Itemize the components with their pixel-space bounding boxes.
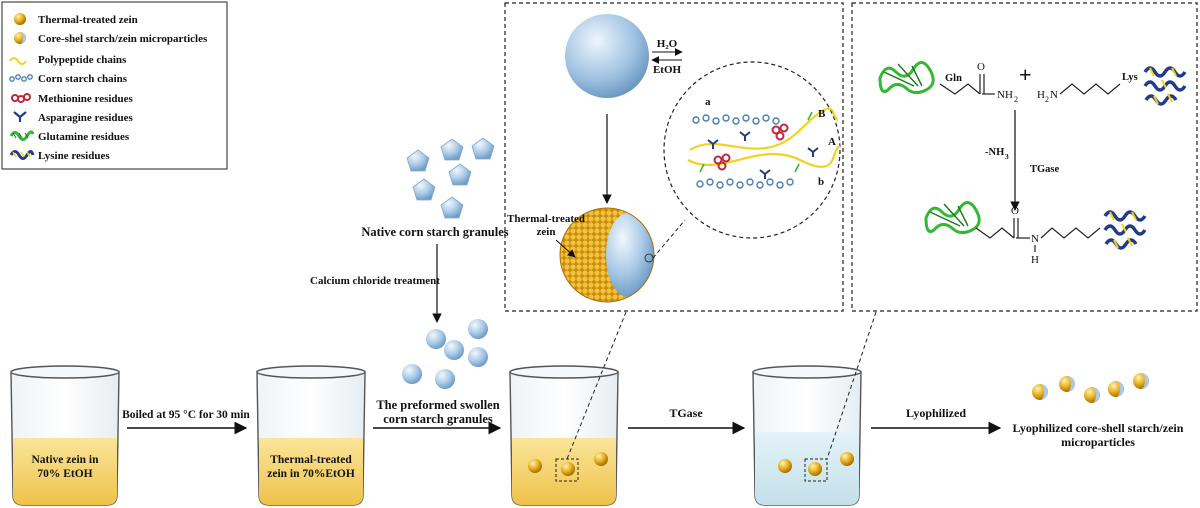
h2o-label: H₂O bbox=[657, 38, 678, 50]
product-gln-protein-icon bbox=[924, 201, 981, 235]
product-n-label: N bbox=[1031, 233, 1039, 245]
legend-label-glutamine: Glutamine residues bbox=[38, 131, 130, 143]
thermal-zein-label-line2: zein bbox=[537, 226, 556, 238]
product-lys-protein-icon bbox=[1103, 210, 1147, 250]
oxygen-label: O bbox=[977, 61, 985, 73]
half-sphere-icon bbox=[14, 32, 26, 44]
h2n-sub: 2 bbox=[1045, 95, 1049, 104]
chain-label-b: b bbox=[818, 176, 824, 188]
asparagine-residues bbox=[707, 131, 819, 179]
thermal-zein-label-line1: Thermal-treated bbox=[507, 213, 585, 225]
beaker4-zoom-box bbox=[804, 458, 828, 482]
molecular-chains bbox=[687, 107, 841, 189]
lysine-residue-icon bbox=[9, 150, 35, 160]
thermal-zein-pointer bbox=[555, 239, 576, 258]
beaker-2: Thermal-treated zein in 70%EtOH bbox=[256, 365, 366, 506]
swollen-label-line2: corn starch granules bbox=[383, 412, 493, 426]
green-residue-icon bbox=[9, 130, 35, 141]
product-right-chain bbox=[1040, 227, 1101, 239]
polypeptide-chain-A bbox=[687, 144, 841, 168]
chain-label-B: B bbox=[818, 108, 826, 120]
boil-label: Boiled at 95 °C for 30 min bbox=[122, 409, 250, 421]
methionine-residues bbox=[713, 123, 789, 171]
gln-protein-icon bbox=[878, 61, 935, 95]
legend-label-starch-chains: Corn starch chains bbox=[38, 73, 128, 85]
starch-chain-a bbox=[692, 114, 780, 125]
beaker3-zoom-box bbox=[555, 458, 579, 482]
etoh-label: EtOH bbox=[653, 64, 682, 76]
swollen-starch-sphere bbox=[565, 14, 649, 98]
core-shell-sphere bbox=[559, 207, 655, 303]
beaker-1: Native zein in 70% EtOH bbox=[10, 365, 120, 506]
chain-label-A: A bbox=[828, 136, 836, 148]
solvent-exchange-arrows bbox=[651, 48, 683, 64]
legend-box bbox=[1, 1, 228, 170]
nh3-sub: 3 bbox=[1005, 152, 1009, 161]
beaker4-particles bbox=[778, 452, 854, 476]
polypeptide-chain-B bbox=[689, 107, 839, 151]
beaker2-label-line2: zein in 70%EtOH bbox=[267, 468, 355, 480]
legend: Thermal-treated zein Core-shel starch/ze… bbox=[1, 1, 228, 170]
product-left-chain bbox=[975, 227, 1015, 239]
legend-label-core-shell: Core-shel starch/zein microparticles bbox=[38, 33, 208, 45]
beaker1-label-line1: Native zein in bbox=[31, 454, 99, 466]
beaker3-particles bbox=[528, 452, 608, 476]
native-starch-label: Native corn starch granules bbox=[361, 225, 508, 239]
lys-label: Lys bbox=[1122, 72, 1138, 83]
nh3-label: -NH bbox=[985, 147, 1004, 158]
final-label-line1: Lyophilized core-shell starch/zein bbox=[1013, 421, 1184, 435]
lys-protein-icon bbox=[1143, 66, 1187, 106]
product-oxygen-label: O bbox=[1011, 205, 1019, 217]
native-starch-granules bbox=[406, 137, 495, 219]
nh2-sub: 2 bbox=[1014, 95, 1018, 104]
legend-label-asparagine: Asparagine residues bbox=[38, 112, 134, 124]
chain-label-a: a bbox=[705, 96, 711, 108]
gold-sphere-icon bbox=[14, 13, 26, 25]
lys-side-chain bbox=[1059, 83, 1121, 95]
beaker-4 bbox=[752, 365, 862, 506]
zoom-line-left bbox=[566, 311, 627, 460]
glutamine-residues bbox=[699, 111, 813, 173]
swollen-starch-granules bbox=[402, 319, 488, 389]
beaker2-label-line1: Thermal-treated bbox=[270, 454, 352, 466]
swollen-label-line1: The preformed swollen bbox=[376, 398, 499, 412]
tgase-process-label: TGase bbox=[669, 406, 703, 420]
lyophilized-label: Lyophilized bbox=[906, 406, 966, 420]
blue-chain-icon bbox=[9, 74, 33, 82]
beaker1-label-line2: 70% EtOH bbox=[37, 468, 92, 480]
final-label-line2: microparticles bbox=[1061, 435, 1135, 449]
nh2-label: NH bbox=[997, 89, 1013, 101]
h2n-h: H bbox=[1037, 89, 1045, 101]
magnify-connector bbox=[652, 219, 686, 259]
gln-side-chain bbox=[939, 83, 981, 95]
legend-label-lysine: Lysine residues bbox=[38, 150, 110, 162]
navy-y-icon bbox=[13, 111, 27, 122]
zoom-line-right bbox=[826, 311, 877, 460]
beaker-3 bbox=[509, 365, 619, 506]
yellow-chain-icon bbox=[9, 57, 27, 65]
product-h-label: H bbox=[1031, 254, 1039, 266]
legend-label-methionine: Methionine residues bbox=[38, 93, 134, 105]
panel-right bbox=[851, 2, 1198, 312]
tgase-reaction-label: TGase bbox=[1030, 164, 1060, 175]
h2n-n: N bbox=[1050, 89, 1058, 101]
panel-middle bbox=[504, 2, 844, 312]
final-microparticles bbox=[1032, 373, 1149, 403]
red-residue-icon bbox=[11, 93, 31, 103]
legend-label-polypeptide: Polypeptide chains bbox=[38, 54, 127, 66]
starch-chain-b bbox=[696, 178, 794, 189]
magnified-view bbox=[663, 61, 841, 239]
plus-sign: + bbox=[1019, 62, 1032, 87]
legend-label-thermal-zein: Thermal-treated zein bbox=[38, 14, 138, 26]
cacl-label: Calcium chloride treatment bbox=[310, 275, 440, 287]
gln-label: Gln bbox=[945, 73, 962, 84]
